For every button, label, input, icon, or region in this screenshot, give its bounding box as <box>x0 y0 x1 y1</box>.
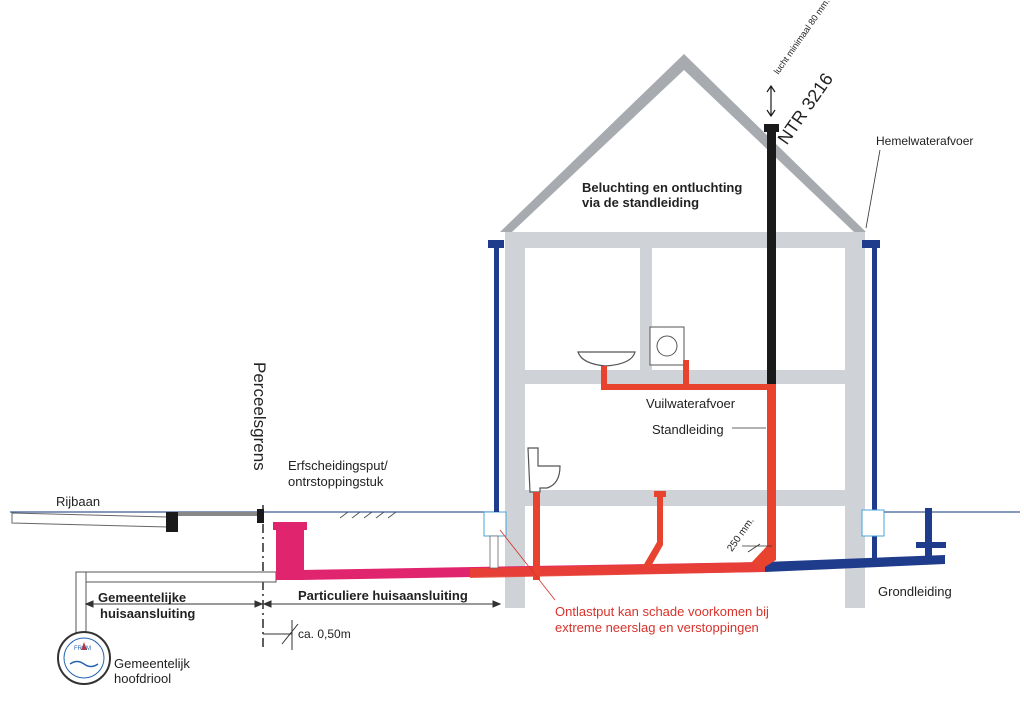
main-sewer <box>57 631 111 685</box>
relief-chamber-pipe <box>489 535 499 569</box>
municipal-connection-label-2: huisaansluiting <box>100 606 196 621</box>
rainwater-pipes <box>488 240 946 564</box>
road-kerb <box>166 512 178 532</box>
ventilation-label-2: via de standleiding <box>582 195 700 210</box>
soil-stack <box>767 388 776 555</box>
main-sewer-label-1: Gemeentelijk <box>114 656 190 671</box>
roadway <box>11 512 169 528</box>
washing-machine-drain <box>683 360 689 386</box>
toilet <box>527 447 561 493</box>
stack-label: Standleiding <box>652 422 724 437</box>
sewer-logo-text: FRSM <box>74 646 91 652</box>
private-connection-label: Particuliere huisaansluiting <box>298 588 468 603</box>
relief-chamber-note-1: Ontlastput kan schade voorkomen bij <box>555 604 769 619</box>
roadway-label: Rijbaan <box>56 494 101 509</box>
distance-label: ca. 0,50m <box>298 627 351 641</box>
chamber-label-2: ontrstoppingstuk <box>288 474 384 489</box>
soil-hatching <box>339 511 397 519</box>
vent-stack <box>767 124 776 388</box>
chamber-label-1: Erfscheidingsput/ <box>288 458 388 473</box>
vent-cap <box>764 124 779 132</box>
washbasin <box>577 351 636 367</box>
stack-bend <box>752 546 776 570</box>
rainwater-label: Hemelwaterafvoer <box>876 134 974 148</box>
rain-chamber <box>861 509 885 537</box>
main-sewer-label-2: hoofdriool <box>114 671 172 686</box>
floor-drain-pipe <box>643 497 663 568</box>
air-arrow <box>766 84 776 118</box>
floor-drain <box>654 491 666 497</box>
waste-pipe-first-floor <box>601 366 776 390</box>
distance-marker <box>742 543 772 553</box>
boundary-post <box>257 509 264 523</box>
ground-pipe <box>765 555 945 572</box>
toilet-drain <box>533 492 540 580</box>
ventilation-label-1: Beluchting en ontluchting <box>582 180 743 195</box>
relief-chamber <box>483 511 507 537</box>
leader-lines <box>499 149 881 601</box>
house-walls <box>505 232 865 608</box>
dimension-lines <box>84 600 502 650</box>
ground-pipe-label: Grondleiding <box>878 584 952 599</box>
waste-water-label: Vuilwaterafvoer <box>646 396 736 411</box>
inspection-chamber <box>273 522 307 580</box>
washing-machine-door <box>656 335 678 357</box>
relief-chamber-note-2: extreme neerslag en verstoppingen <box>555 620 759 635</box>
municipal-connection-label-1: Gemeentelijke <box>98 590 187 605</box>
house-drain-red <box>470 562 765 578</box>
property-boundary-label: Perceelsgrens <box>250 362 269 471</box>
